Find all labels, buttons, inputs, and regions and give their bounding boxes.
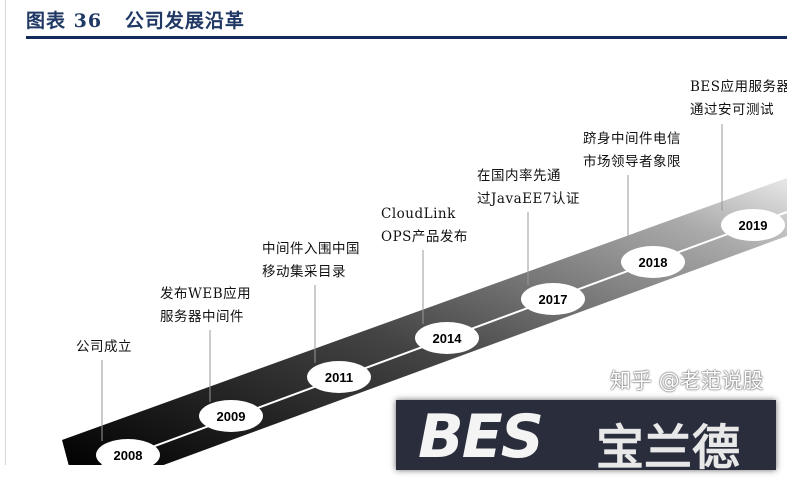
milestone-line: 在国内率先通	[477, 168, 561, 184]
milestone-text: BES应用服务器通过安可测试	[690, 76, 787, 122]
watermark: 知乎 @老范说股	[610, 369, 764, 393]
milestone-text: 中间件入围中国移动集采目录	[262, 238, 360, 284]
milestone-line: 发布WEB应用	[160, 286, 252, 302]
milestone-line: BES应用服务器	[690, 79, 787, 95]
year-label: 2011	[325, 370, 353, 385]
milestone-text: 跻身中间件电信市场领导者象限	[583, 128, 681, 174]
milestone-text: 在国内率先通过JavaEE7认证	[477, 165, 580, 211]
milestone-line: CloudLink	[381, 206, 456, 222]
milestone-line: 过JavaEE7认证	[477, 191, 580, 207]
left-border	[5, 0, 6, 465]
year-node-2019	[721, 209, 785, 241]
year-node-2017	[521, 283, 585, 315]
milestone-line: 通过安可测试	[690, 102, 774, 118]
bes-logo: BES 宝兰德	[396, 400, 776, 476]
year-label: 2018	[639, 255, 668, 270]
timeline-graphic: 2008 2009 2011 2014 2017 2018 2019	[62, 124, 787, 465]
timeline-band	[62, 178, 787, 465]
year-node-2011	[307, 361, 371, 393]
milestone-line: OPS产品发布	[381, 229, 468, 245]
milestone-line: 移动集采目录	[262, 264, 346, 280]
year-node-2009	[199, 400, 263, 432]
milestone-line: 中间件入围中国	[262, 241, 360, 257]
milestone-line: 市场领导者象限	[583, 154, 681, 170]
figure-title: 图表 36 公司发展沿革	[26, 10, 245, 32]
milestone-text: 发布WEB应用服务器中间件	[160, 283, 251, 329]
year-label: 2017	[539, 292, 568, 307]
year-label: 2008	[114, 448, 143, 463]
year-node-2018	[621, 246, 685, 278]
milestone-line: 公司成立	[76, 339, 132, 355]
milestone-line: 跻身中间件电信	[583, 131, 681, 147]
year-label: 2009	[217, 409, 246, 424]
year-label: 2014	[433, 331, 463, 346]
milestone-text: 公司成立	[76, 336, 132, 359]
year-node-2008	[96, 439, 160, 465]
year-label: 2019	[739, 218, 768, 233]
year-node-2014	[415, 322, 479, 354]
title-underline	[26, 36, 787, 39]
milestone-line: 服务器中间件	[160, 309, 244, 325]
